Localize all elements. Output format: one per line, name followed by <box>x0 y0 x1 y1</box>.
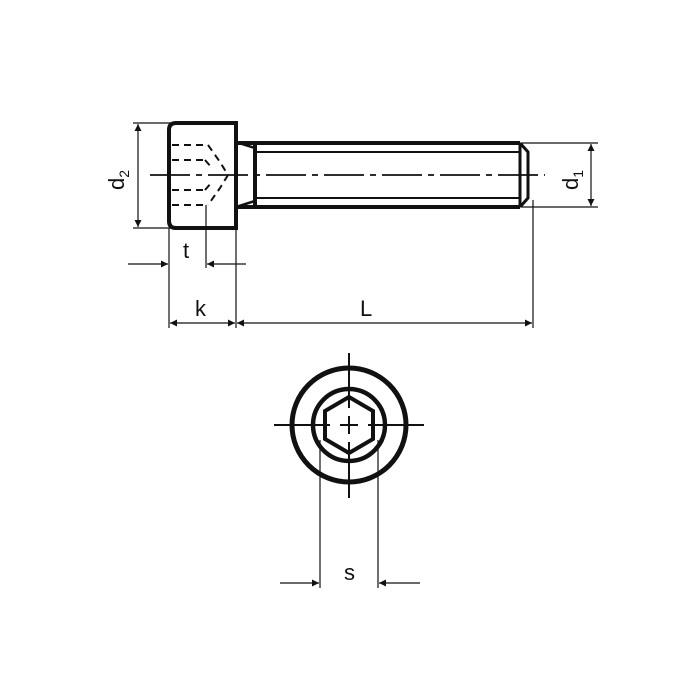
top-view <box>274 353 424 588</box>
side-view <box>150 121 545 230</box>
dimensions-side <box>128 122 598 328</box>
label-t: t <box>183 238 189 263</box>
label-k: k <box>195 296 207 321</box>
label-d1: d1 <box>558 170 586 190</box>
label-s: s <box>344 560 355 585</box>
label-L: L <box>360 296 372 321</box>
label-d2: d2 <box>104 170 132 190</box>
